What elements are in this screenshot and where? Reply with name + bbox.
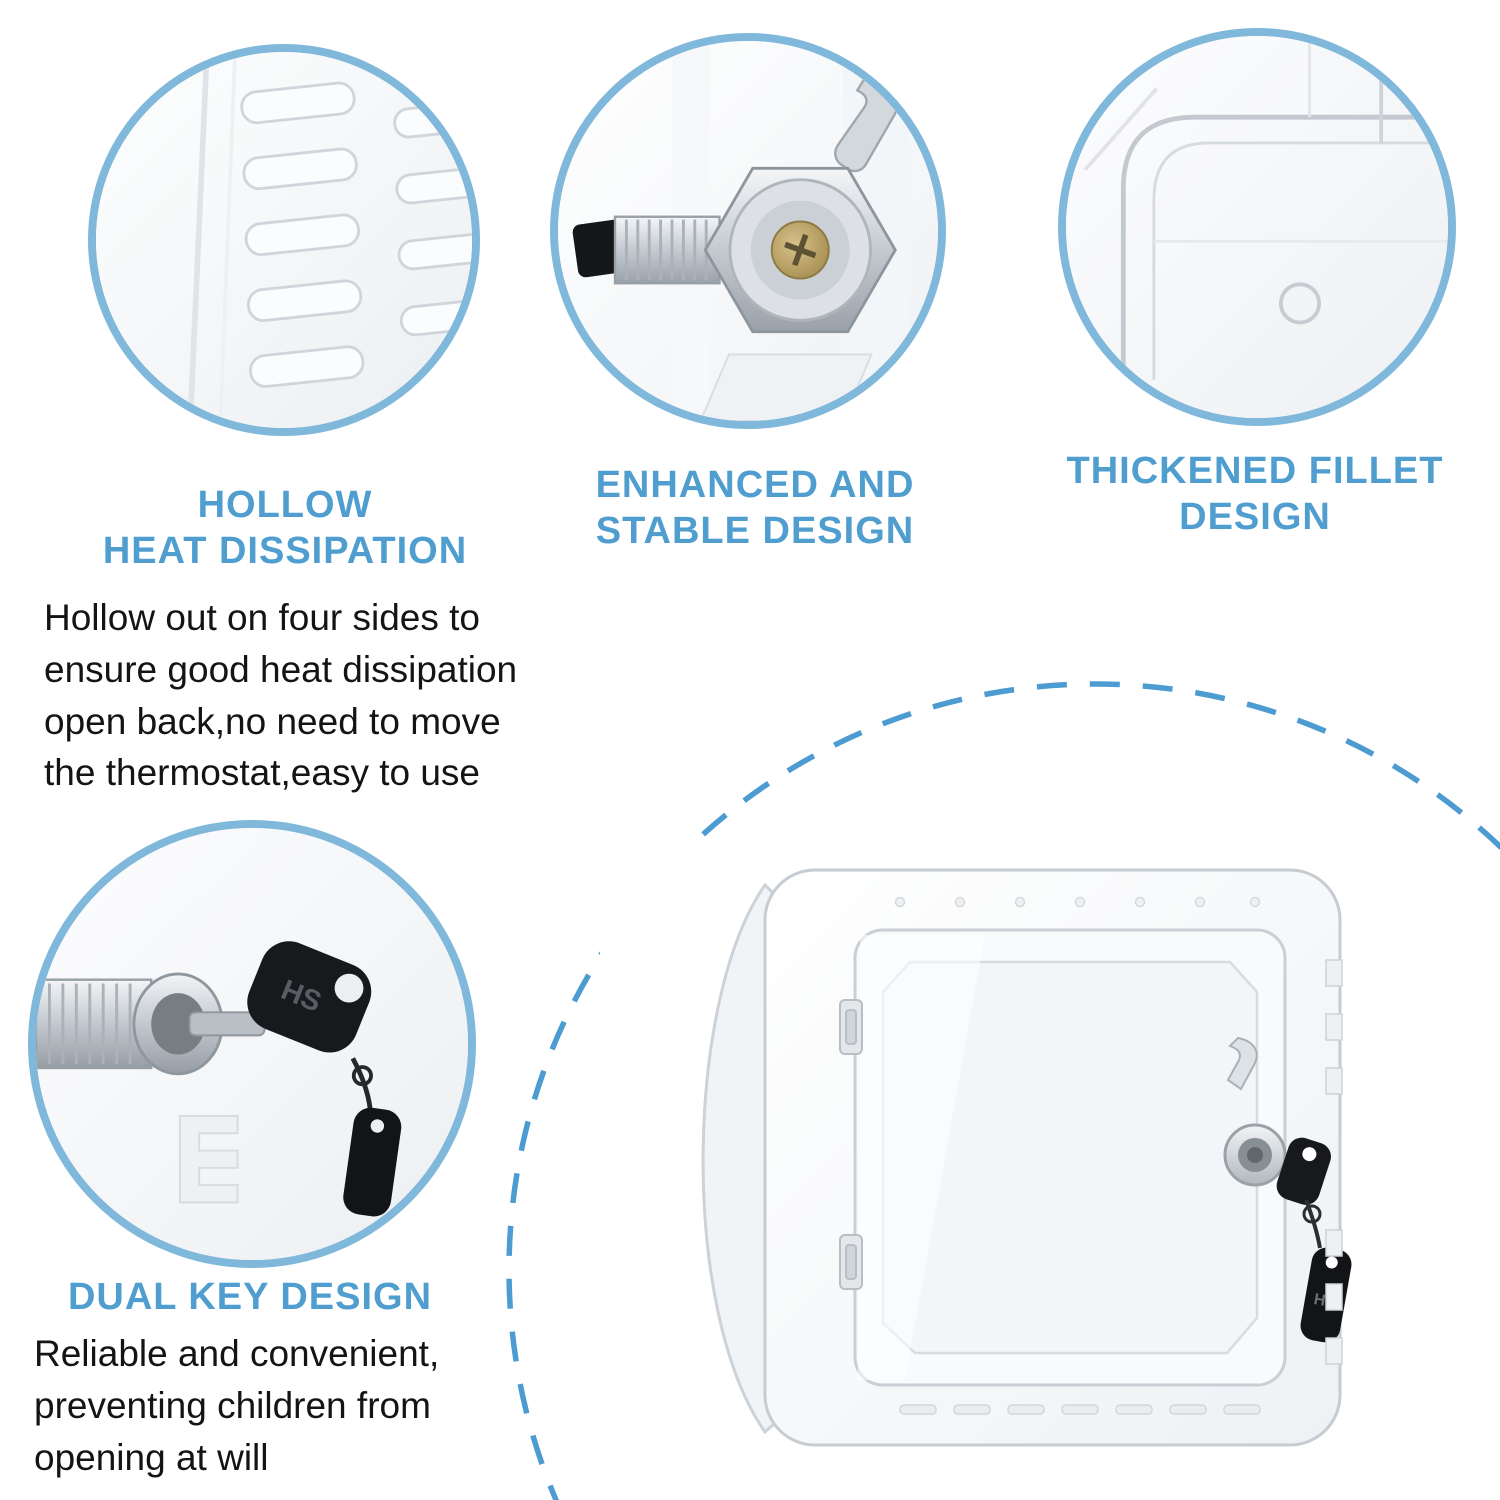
title-line: THICKENED FILLET	[1066, 450, 1444, 492]
hinge-bottom	[839, 1234, 863, 1290]
bottom-vents	[899, 1404, 1261, 1415]
title-line: DUAL KEY DESIGN	[67, 1276, 433, 1318]
feature-title-dualkey: DUAL KEY DESIGN	[30, 1274, 470, 1320]
top-screw-dots	[894, 896, 1261, 908]
feature-title-hollow: HOLLOW HEAT DISSIPATION	[40, 482, 530, 575]
key-head: HS	[247, 941, 372, 1053]
feature-title-enhanced: ENHANCED AND STABLE DESIGN	[520, 462, 990, 555]
title-line: HEAT DISSIPATION	[102, 530, 468, 573]
cam-lock	[1223, 1123, 1287, 1187]
feature-desc-dualkey: Reliable and convenient, preventing chil…	[34, 1333, 440, 1478]
key-lock-photo: HS	[36, 828, 468, 1260]
feature-desc-hollow: Hollow out on four sides to ensure good …	[44, 597, 518, 794]
heat-vent-photo	[96, 52, 472, 428]
feature-circle-dualkey: HS	[28, 820, 476, 1268]
thermostat-lockbox-illustration: HS	[600, 840, 1380, 1470]
key-fob-closeup	[343, 1107, 402, 1217]
hinge-top	[839, 999, 863, 1055]
title-line: STABLE DESIGN	[595, 510, 915, 553]
title-line: DESIGN	[1179, 496, 1331, 539]
product-photo: HS	[600, 840, 1380, 1470]
feature-circle-enhanced	[550, 33, 946, 429]
edge-notches	[1325, 959, 1343, 1365]
feature-circle-hollow	[88, 44, 480, 436]
title-line: HOLLOW	[197, 484, 373, 526]
title-line: ENHANCED AND	[595, 464, 915, 506]
feature-circle-fillet	[1058, 28, 1456, 426]
feature-title-fillet: THICKENED FILLET DESIGN	[1020, 448, 1490, 541]
fillet-corner-photo	[1066, 36, 1448, 418]
key-icon	[1276, 1137, 1331, 1205]
latch-hook	[1226, 1036, 1258, 1091]
cam-lock-photo	[558, 41, 938, 421]
